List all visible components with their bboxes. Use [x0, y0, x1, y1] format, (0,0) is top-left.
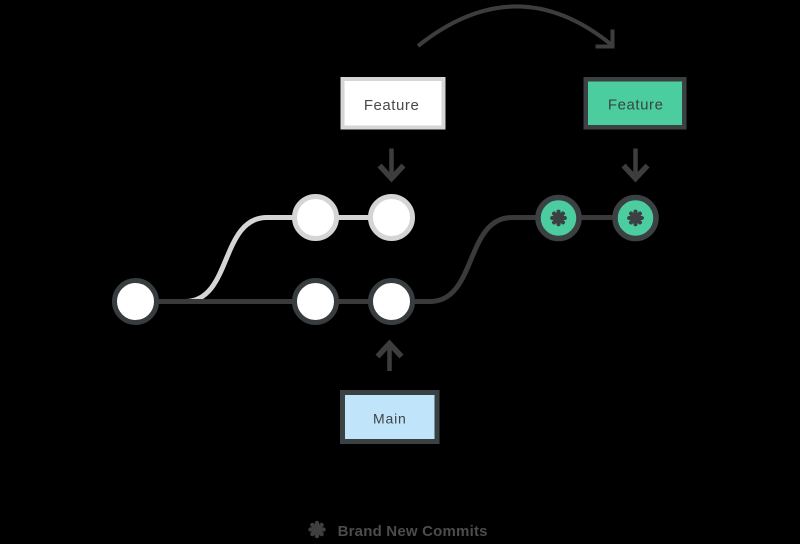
svg-text:Feature: Feature [364, 97, 420, 114]
svg-text:Feature: Feature [608, 97, 664, 114]
svg-text:Main: Main [373, 411, 407, 427]
svg-text:Brand New Commits: Brand New Commits [338, 523, 488, 540]
